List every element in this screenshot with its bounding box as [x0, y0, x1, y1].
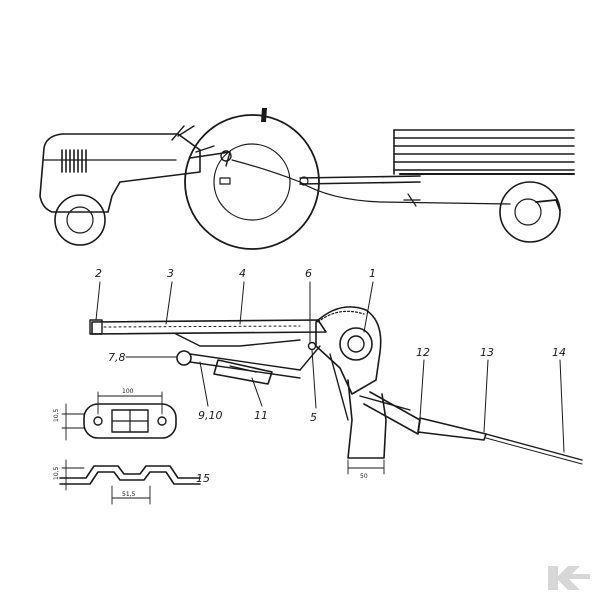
pivot-bolt	[347, 335, 365, 353]
callout-3: 3	[167, 267, 174, 280]
turnbuckle	[213, 359, 273, 385]
callout-4: 4	[239, 267, 246, 280]
callout-13: 13	[480, 346, 494, 359]
dim-bracket-height: 10,5	[53, 408, 60, 422]
rod-link	[299, 345, 321, 371]
mounting-bracket-plate	[83, 403, 177, 439]
callout-12: 12	[416, 346, 430, 359]
front-wheel-hub	[66, 206, 94, 234]
callout-6: 6	[305, 267, 312, 280]
clevis-eye	[176, 350, 192, 366]
trailer-brake-arm	[535, 199, 561, 211]
callout-15: 15	[196, 472, 210, 485]
leader-lines	[95, 281, 565, 479]
brake-cable-inner	[485, 437, 583, 465]
bracket-hole-left	[93, 416, 103, 426]
trailer-brake-drum	[514, 198, 542, 226]
dimension-labels: 100 10,5 10,5 51,5 50	[53, 388, 368, 498]
dim-socket-width: 50	[360, 473, 368, 480]
callout-labels: 2 3 4 6 1 7,8 9,10 11 5 12 13 14 15	[95, 267, 566, 485]
mounting-socket	[347, 379, 387, 459]
callout-2: 2	[95, 267, 102, 280]
callout-7-8: 7,8	[108, 351, 126, 364]
pivot-disk	[339, 327, 373, 361]
brake-lever-overview	[189, 145, 231, 167]
socket-width-dim	[347, 459, 385, 475]
callout-11: 11	[254, 409, 268, 422]
watermark-logo	[548, 566, 590, 590]
callout-14: 14	[552, 346, 566, 359]
rear-wheel-rim	[213, 143, 291, 221]
tractor-front-wheel	[54, 194, 106, 246]
socket-bracket	[329, 353, 411, 421]
drawbar	[299, 175, 421, 185]
callout-5: 5	[310, 411, 317, 424]
dim-strip-width: 51,5	[122, 491, 136, 498]
clamp-strip-profile	[59, 465, 201, 479]
callout-9-10: 9,10	[198, 409, 223, 422]
dim-strip-height: 10,5	[53, 466, 60, 480]
tractor-hood	[39, 133, 201, 213]
brake-lever-assembly	[89, 306, 583, 465]
trailer-wheel	[499, 181, 561, 243]
tractor-seat	[261, 108, 267, 122]
bracket-height-dim	[61, 403, 85, 441]
steering-wheel	[171, 125, 195, 141]
lever-underside	[175, 333, 301, 347]
cable-clamp-overview	[403, 193, 421, 207]
tractor-grille	[61, 149, 87, 173]
strip-width-dim	[111, 485, 151, 505]
lever-bracket-overview	[219, 177, 231, 185]
brake-cable	[485, 433, 583, 461]
bracket-width-dim	[97, 391, 163, 415]
mounting-bracket-detail	[61, 391, 177, 441]
ratchet-sector	[315, 306, 382, 395]
tractor-rear-wheel	[184, 114, 320, 250]
callout-1: 1	[369, 267, 376, 280]
cable-sheath	[417, 417, 487, 441]
sector-teeth	[317, 310, 365, 323]
strip-height-dim	[61, 459, 85, 491]
cable-ferrule	[363, 391, 421, 435]
dim-bracket-width: 100	[122, 388, 134, 395]
bracket-hole-right	[157, 416, 167, 426]
pawl-pin	[307, 341, 317, 351]
turnbuckle-slot	[229, 365, 257, 373]
clamp-strip-detail	[59, 459, 201, 505]
lever-pivot-overview	[220, 150, 232, 162]
coupling-pin	[299, 176, 309, 186]
brake-cable-overview	[231, 159, 511, 205]
trailer-body	[393, 129, 575, 175]
lever-stipple	[103, 325, 301, 328]
brake-lever-arm	[91, 319, 327, 335]
tractor-trailer-overview	[39, 108, 575, 250]
